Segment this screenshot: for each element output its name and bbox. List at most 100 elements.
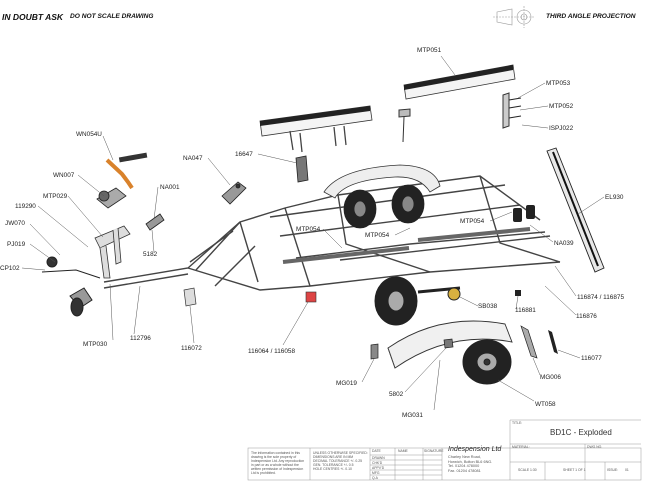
trailer-chassis [103,175,561,291]
callout-wn054u: WN054U [76,131,102,138]
bunk-plank-with-brackets [259,105,373,153]
drawing-title: BD1C - Exploded [550,428,612,437]
role-row: MFG [372,471,380,475]
material-label: MATERIAL: [512,445,530,449]
tolerance-line: HOLE CENTRES +/- 0.10 [313,467,352,471]
scale-value: SCALE 1:30 [518,468,537,472]
upper-mudguard [323,164,441,199]
callout-mg019: MG019 [336,380,357,387]
bolt-bracket [398,108,411,143]
address-line: Horwich, Bolton BL6 6NG. [448,459,493,464]
note-line: The information contained in this [251,451,301,455]
drawbar-coupling [41,256,101,317]
third-angle-projection-symbol [493,6,535,28]
col-name: NAME [398,449,408,453]
if-in-doubt-ask-label: IN DOUBT ASK [2,12,64,22]
projection-label: THIRD ANGLE PROJECTION [546,13,636,20]
callout-na001: NA001 [160,184,180,191]
tolerance-line: DECIMAL TOLERANCE +/- 0.25 [313,459,363,463]
issue-label: ISSUE: [607,468,619,472]
callout-na039: NA039 [554,240,574,247]
callout-labels: MTP051 MTP053 MTP052 ISPJ022 WN054U 1664… [0,47,624,419]
part-16647 [295,155,309,183]
na047-clamp [221,181,247,205]
note-line: in part or as a whole without the [251,463,299,467]
callout-wt058: WT058 [535,401,556,408]
callout-5802: 5802 [389,391,404,398]
wt058-wheel [462,339,512,385]
company-address: Charley New Road, Horwich, Bolton BL6 6N… [448,455,492,473]
dwg-no-label: DWG.NO. [587,445,603,449]
ownership-notes: The information contained in this drawin… [251,451,309,475]
callout-mtp053: MTP053 [546,80,571,87]
callout-na047: NA047 [183,155,203,162]
title-field-label: TITLE: [512,421,523,425]
axle-assembly [374,276,461,326]
callout-mg006: MG006 [540,374,561,381]
callout-sb038: SB038 [478,303,498,310]
do-not-scale-label: DO NOT SCALE DRAWING [70,13,154,20]
chassis-wheels [343,184,425,229]
callout-mtp030: MTP030 [83,341,108,348]
note-line: drawing is the sole property of [251,455,297,459]
el930-light-board [546,147,605,273]
note-line: written permission of Indespension [251,467,304,471]
winch-post [94,225,131,279]
sheet-value: SHEET 1 OF 1 [563,468,586,472]
callout-jw070: JW070 [5,220,25,227]
callout-116874: 116874 / 116875 [577,294,624,301]
callout-mtp054-b: MTP054 [296,226,321,233]
role-row: APPV'D [372,466,385,470]
callout-116881: 116881 [515,307,536,314]
callout-mtp054-a: MTP054 [460,218,485,225]
callout-pj019: PJ019 [7,241,26,248]
callout-5182: 5182 [143,251,158,258]
issue-value: 01 [625,468,629,472]
callout-mtp052: MTP052 [549,103,574,110]
part-5802 [443,338,454,349]
na001-bracket [145,213,165,231]
col-signature: SIGNATURE [424,449,444,453]
title-block-grid [247,419,642,481]
callout-el930: EL930 [605,194,624,201]
tolerance-notes: UNLESS OTHERWISE SPECIFIED: DIMENSIONS A… [313,451,369,471]
role-rows: DRAWN CHK'D APPV'D MFG Q.A [372,456,385,481]
callout-119290: 119290 [15,203,36,210]
callout-116064: 116064 / 116058 [248,348,295,355]
na039-brackets [513,205,535,222]
mtp052-bracket [502,92,522,129]
address-line: Fax. 01204 478081 [448,468,481,473]
callout-116077: 116077 [581,355,602,362]
callout-mtp054-c: MTP054 [365,232,390,239]
callout-cp102: CP102 [0,265,20,272]
callout-mtp029: MTP029 [43,193,68,200]
leader-lines [21,55,605,411]
callout-16647: 16647 [235,151,253,158]
address-line: Charley New Road, [448,455,481,459]
callout-116072: 116072 [181,345,202,352]
part-116072 [183,287,197,307]
part-116881 [515,290,521,296]
callout-116876: 116876 [576,313,597,320]
part-116077 [548,330,558,354]
tolerance-line: GEN. TOLERANCE +/- 0.5 [313,463,354,467]
note-line: Indespension Ltd. Any reproduction [251,459,305,463]
role-row: Q.A [372,476,378,480]
company-name: Indespension Ltd [448,446,502,453]
role-row: CHK'D [372,461,383,465]
callout-mg031: MG031 [402,412,423,419]
callout-ispj022: ISPJ022 [549,125,574,132]
tolerance-line: UNLESS OTHERWISE SPECIFIED: [313,451,368,455]
callout-112796: 112796 [130,335,151,342]
mg006-stay [520,325,538,359]
mg031-mudguard [387,320,513,369]
callout-mtp051: MTP051 [417,47,442,54]
mtp051-plank [403,64,516,100]
wn007-winch [96,187,127,209]
mg019-bracket [370,343,379,360]
part-116064 [305,291,317,303]
note-line: Ltd is prohibited. [251,471,276,475]
wn054u-winch-strap [105,152,148,190]
